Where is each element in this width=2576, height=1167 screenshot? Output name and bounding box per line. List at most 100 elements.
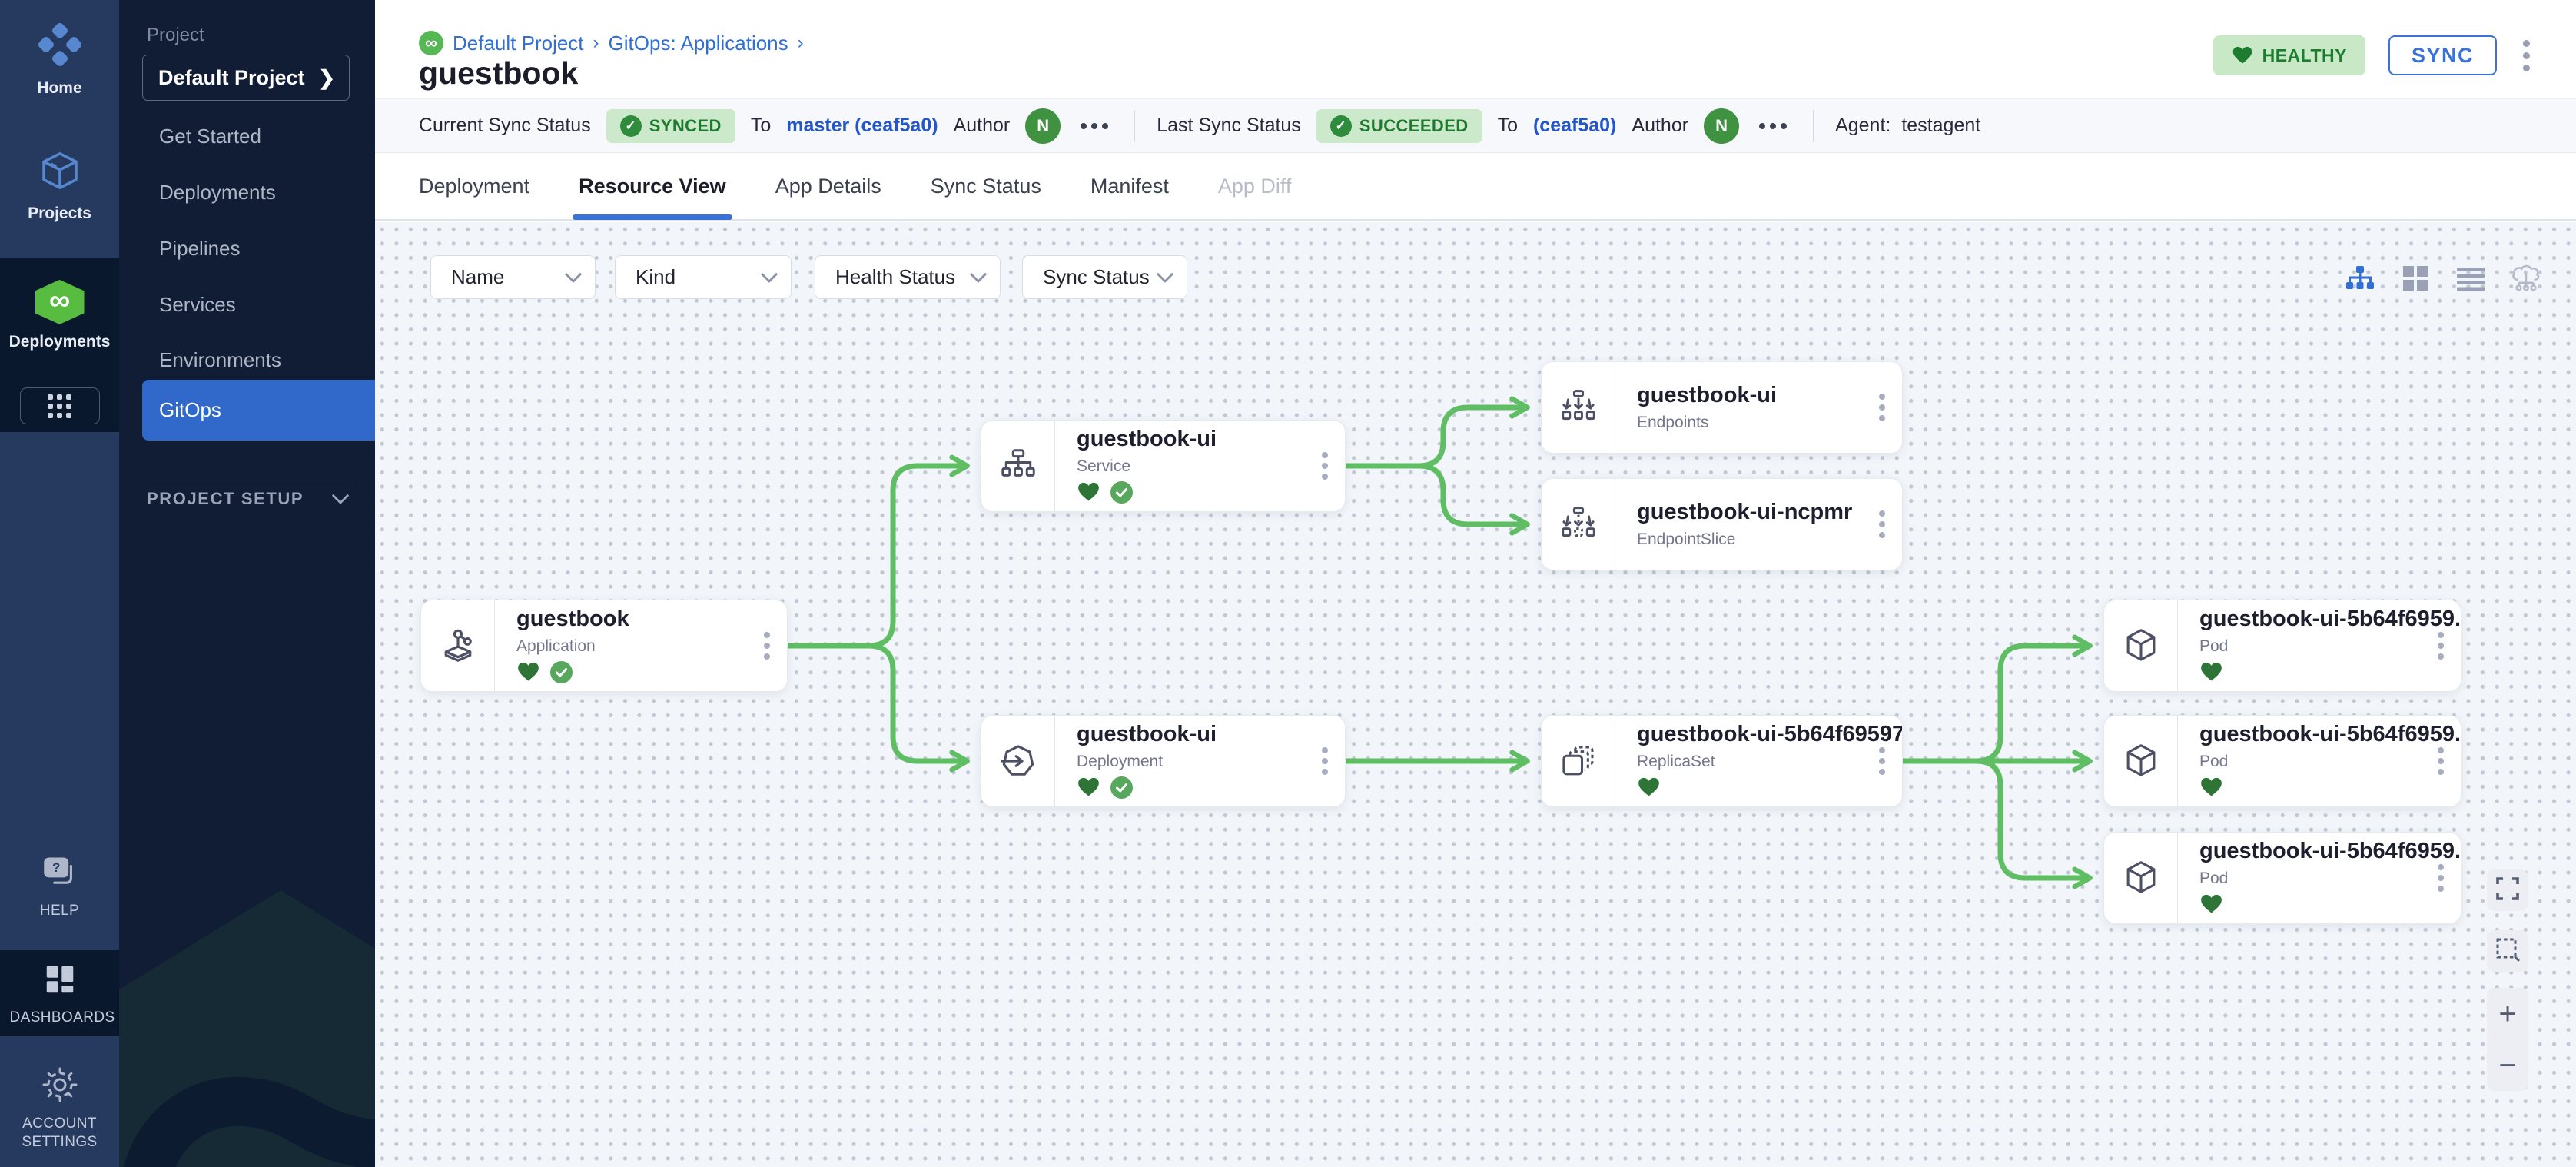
network-view-icon[interactable]: [2510, 262, 2542, 294]
node-status-badges: [1077, 776, 1345, 801]
filter-health-status[interactable]: Health Status: [815, 255, 1001, 299]
node-menu-kebab[interactable]: [1873, 504, 1891, 544]
last-target-revision-link[interactable]: (ceaf5a0): [1532, 115, 1617, 136]
sidebar-item-get-started[interactable]: Get Started: [159, 125, 261, 148]
heart-icon: [2199, 776, 2223, 802]
sidebar-item-services[interactable]: Services: [159, 293, 236, 316]
rail-item-deployments[interactable]: ∞Deployments: [0, 271, 119, 361]
tree-view-icon[interactable]: [2344, 262, 2376, 294]
current-target-revision-link[interactable]: master (ceaf5a0): [786, 115, 938, 136]
node-status-badges: [2199, 893, 2461, 919]
apps-grid-icon: [19, 387, 100, 424]
pod-icon: [2104, 833, 2178, 923]
heart-icon: [1077, 481, 1100, 507]
tab-app-details[interactable]: App Details: [775, 174, 881, 198]
resource-node-eps[interactable]: guestbook-ui-ncpmr EndpointSlice: [1541, 478, 1903, 570]
harness-watermark-icon: [119, 890, 375, 1167]
zoom-in-button[interactable]: +: [2498, 996, 2517, 1031]
node-menu-kebab[interactable]: [1873, 741, 1891, 781]
module-rail: Home Projects ∞Deployments ? HELP DASHBO…: [0, 0, 119, 1167]
resource-node-rs[interactable]: guestbook-ui-5b64f69597 ReplicaSet: [1541, 715, 1903, 807]
marquee-select-button[interactable]: [2487, 930, 2528, 972]
list-view-icon[interactable]: [2455, 262, 2487, 294]
node-name: guestbook-ui: [1077, 721, 1217, 746]
rail-item-dashboards[interactable]: DASHBOARDS: [0, 959, 119, 1029]
gitops-infinity-icon: ∞: [419, 31, 443, 55]
edge-connectors: [785, 396, 2093, 889]
current-author-avatar[interactable]: N: [1025, 108, 1061, 144]
filter-sync-status[interactable]: Sync Status: [1022, 255, 1187, 299]
selected-project-label: Default Project: [158, 65, 305, 89]
rail-item-label: DASHBOARDS: [9, 1009, 115, 1026]
sidebar-item-gitops[interactable]: GitOps: [142, 380, 375, 441]
rail-item-label: Home: [37, 79, 82, 98]
resource-node-svc[interactable]: guestbook-ui Service: [981, 420, 1346, 512]
deployment-icon: [981, 716, 1055, 806]
node-menu-kebab[interactable]: [1316, 446, 1334, 486]
heart-icon: [1637, 776, 1661, 802]
tab-deployment[interactable]: Deployment: [419, 174, 530, 198]
node-name: guestbook-ui-5b64f6959...: [2199, 838, 2461, 863]
node-menu-kebab[interactable]: [2432, 741, 2450, 781]
fullscreen-button[interactable]: [2487, 869, 2528, 911]
node-body: guestbook Application: [495, 600, 787, 691]
project-selector[interactable]: Default Project ❯: [142, 55, 350, 101]
project-setup-toggle[interactable]: PROJECT SETUP: [147, 487, 350, 509]
grid-view-icon[interactable]: [2399, 262, 2432, 294]
resource-node-ep[interactable]: guestbook-ui Endpoints: [1541, 361, 1903, 454]
resource-node-pod2[interactable]: guestbook-ui-5b64f6959... Pod: [2103, 715, 2461, 807]
tab-sync-status[interactable]: Sync Status: [930, 174, 1041, 198]
dashboards-band: [0, 950, 119, 1036]
rail-item-account-settings[interactable]: ACCOUNT SETTINGS: [0, 1064, 119, 1153]
node-kind: Endpoints: [1637, 414, 1709, 431]
last-author-label: Author: [1632, 115, 1689, 136]
app-menu-kebab[interactable]: [2520, 37, 2533, 75]
current-commit-more-kebab[interactable]: [1076, 118, 1113, 134]
heart-icon: [2199, 893, 2223, 919]
tab-manifest[interactable]: Manifest: [1090, 174, 1169, 198]
node-menu-kebab[interactable]: [758, 626, 776, 666]
project-section-label: Project: [147, 25, 204, 45]
project-setup-label: PROJECT SETUP: [147, 489, 304, 508]
last-author-avatar[interactable]: N: [1704, 108, 1740, 144]
breadcrumb-project-link[interactable]: Default Project: [453, 31, 584, 55]
pod-icon: [2104, 600, 2178, 691]
breadcrumb-applications-link[interactable]: GitOps: Applications: [608, 31, 788, 55]
rail-item-help[interactable]: ? HELP: [0, 855, 119, 919]
node-menu-kebab[interactable]: [2432, 626, 2450, 666]
chevron-down-icon: [564, 264, 583, 283]
sidebar-item-pipelines[interactable]: Pipelines: [159, 237, 241, 260]
resource-tree-canvas[interactable]: Name Kind Health Status Sync Status gues…: [375, 222, 2576, 1167]
agent-value: testagent: [1901, 115, 1981, 136]
sidebar-item-deployments[interactable]: Deployments: [159, 181, 276, 204]
last-commit-more-kebab[interactable]: [1754, 118, 1791, 134]
resource-node-pod3[interactable]: guestbook-ui-5b64f6959... Pod: [2103, 832, 2461, 924]
rail-item-home[interactable]: Home: [0, 18, 119, 103]
tab-app-diff: App Diff: [1217, 174, 1292, 198]
chevron-right-icon: ›: [593, 32, 599, 53]
node-menu-kebab[interactable]: [1316, 741, 1334, 781]
fullscreen-icon: [2495, 876, 2521, 906]
zoom-out-button[interactable]: −: [2498, 1048, 2517, 1082]
resource-node-pod1[interactable]: guestbook-ui-5b64f6959... Pod: [2103, 600, 2461, 692]
resource-node-app[interactable]: guestbook Application: [420, 600, 788, 692]
view-toolbar: [2344, 262, 2542, 294]
tab-resource-view[interactable]: Resource View: [573, 152, 732, 220]
resource-node-deploy[interactable]: guestbook-ui Deployment: [981, 715, 1346, 807]
sync-button[interactable]: SYNC: [2388, 35, 2497, 75]
chevron-down-icon: [760, 264, 778, 283]
heart-icon: [516, 661, 540, 687]
node-status-badges: [1637, 776, 1902, 802]
filter-name[interactable]: Name: [430, 255, 596, 299]
rail-item-projects[interactable]: Projects: [0, 145, 119, 229]
home-icon: [38, 22, 82, 71]
endpoints-icon: [1542, 362, 1615, 453]
node-kind: Pod: [2199, 752, 2229, 770]
filter-kind[interactable]: Kind: [615, 255, 792, 299]
node-menu-kebab[interactable]: [2432, 858, 2450, 898]
sidebar-item-environments[interactable]: Environments: [159, 348, 281, 371]
agent-label: Agent:: [1835, 115, 1891, 136]
module-switcher-button[interactable]: [0, 384, 119, 427]
node-menu-kebab[interactable]: [1873, 387, 1891, 427]
